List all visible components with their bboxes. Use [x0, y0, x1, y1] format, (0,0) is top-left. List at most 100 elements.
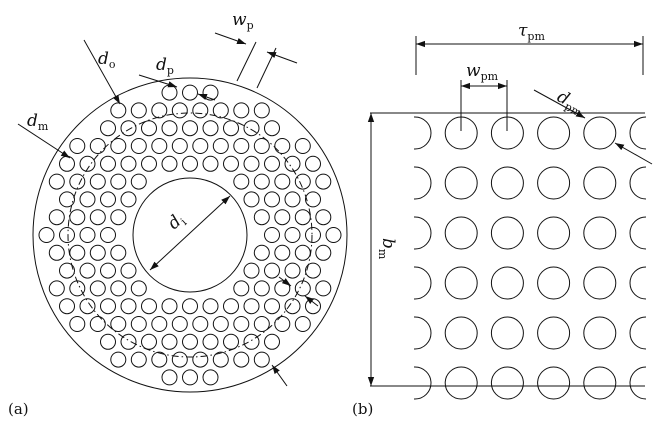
annulus-hole: [89, 316, 106, 332]
annulus-hole: [130, 173, 147, 190]
annulus-hole: [110, 102, 127, 119]
annulus-hole: [243, 333, 260, 350]
annulus-hole: [38, 227, 55, 243]
annulus-hole: [79, 227, 96, 243]
annulus-hole: [100, 298, 116, 315]
dp-arrow-right: [197, 93, 216, 101]
annulus-hole: [89, 138, 106, 154]
annulus-hole: [325, 227, 342, 243]
grid-hole: [583, 366, 617, 400]
wp-label: wp: [232, 10, 254, 32]
annulus-hole: [253, 102, 270, 119]
annulus-hole: [141, 155, 157, 172]
annulus-hole: [253, 244, 270, 261]
annulus-hole: [59, 191, 75, 208]
annulus-hole: [264, 333, 280, 350]
annulus-hole: [59, 227, 75, 243]
annulus-hole: [233, 316, 250, 332]
annulus-hole: [89, 244, 106, 261]
annulus-hole: [202, 298, 219, 315]
annulus-hole: [69, 138, 86, 154]
dpm-arrow-in: [533, 89, 586, 119]
annulus-hole: [182, 84, 198, 101]
annulus-hole: [59, 155, 75, 172]
annulus-hole: [192, 316, 209, 332]
annulus-hole: [243, 191, 260, 208]
annulus-hole: [223, 155, 239, 172]
annulus-hole: [79, 155, 96, 172]
annulus-hole: [100, 262, 116, 279]
wp-arrow-left: [214, 32, 247, 45]
panel-b-caption: (b): [352, 400, 373, 418]
annulus-hole: [110, 316, 127, 332]
wpm-label: wpm: [466, 61, 499, 83]
annulus-hole: [212, 351, 229, 368]
grid-hole: [490, 366, 524, 400]
annulus-hole: [100, 191, 116, 208]
grid-hole: [414, 266, 432, 300]
annulus-hole: [171, 138, 188, 154]
annulus-hole: [274, 316, 291, 332]
annulus-hole: [294, 280, 311, 297]
annulus-hole: [294, 316, 311, 332]
grid-hole: [583, 266, 617, 300]
annulus-hole: [69, 316, 86, 332]
annulus-hole: [294, 173, 311, 190]
grid-hole: [444, 366, 478, 400]
inner-bore-circle: [132, 177, 248, 293]
grid-hole: [583, 316, 617, 350]
bm-label: bm: [376, 238, 398, 260]
annulus-hole: [120, 262, 137, 279]
mid-diameter-dashed-circle: [67, 112, 313, 358]
annulus-hole: [161, 84, 178, 101]
annulus-hole: [48, 280, 65, 297]
grid-hole: [414, 216, 432, 250]
annulus-hole: [110, 280, 127, 297]
annulus-hole: [315, 280, 332, 297]
annulus-hole: [161, 120, 178, 137]
annulus-hole: [274, 138, 291, 154]
grid-hole: [414, 116, 432, 150]
annulus-hole: [100, 155, 116, 172]
annulus-hole: [315, 173, 332, 190]
dm-arrow: [17, 123, 71, 159]
hole-arrow-right-lower: [304, 295, 319, 307]
annulus-hole: [48, 244, 65, 261]
annulus-hole: [253, 316, 270, 332]
grid-hole: [629, 316, 646, 350]
grid-hole: [629, 116, 646, 150]
grid-hole: [537, 166, 571, 200]
grid-hole: [583, 166, 617, 200]
annulus-hole: [59, 298, 75, 315]
annulus-hole: [202, 333, 219, 350]
annulus-hole: [69, 173, 86, 190]
annulus-hole: [161, 369, 178, 386]
grid-hole: [629, 166, 646, 200]
annulus-hole: [202, 369, 219, 386]
annulus-hole: [223, 120, 239, 137]
annulus-hole: [151, 316, 168, 332]
outer-disc-circle: [32, 77, 348, 393]
annulus-hole: [284, 227, 301, 243]
grid-hole: [414, 166, 432, 200]
annulus-hole: [171, 351, 188, 368]
do-arrow: [83, 39, 121, 105]
annulus-hole: [120, 333, 137, 350]
annulus-hole: [89, 173, 106, 190]
annulus-hole: [284, 155, 301, 172]
annulus-hole: [182, 155, 198, 172]
annulus-hole: [151, 138, 168, 154]
annulus-hole: [253, 173, 270, 190]
annulus-hole: [161, 298, 178, 315]
annulus-hole: [243, 155, 260, 172]
grid-hole: [583, 116, 617, 150]
grid-hole: [414, 316, 432, 350]
grid-hole: [629, 266, 646, 300]
annulus-hole: [48, 209, 65, 226]
dm-label: dm: [27, 111, 49, 133]
grid-hole: [444, 266, 478, 300]
annulus-hole: [264, 262, 280, 279]
annulus-hole: [202, 84, 219, 101]
grid-hole: [414, 366, 432, 400]
annulus-hole: [284, 298, 301, 315]
